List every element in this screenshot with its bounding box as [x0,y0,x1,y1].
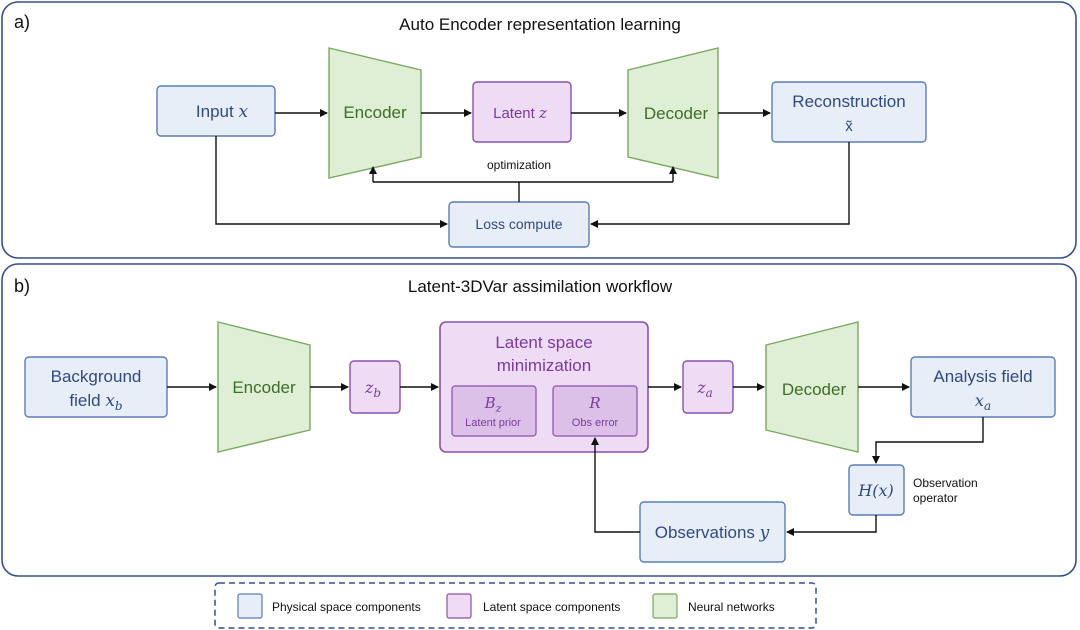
panel-b-arrows [167,383,984,536]
svg-text:x̃: x̃ [845,118,853,135]
observation-operator-label-2: operator [913,491,958,505]
svg-text:field xb: field xb [69,391,122,413]
svg-text:Physical space components: Physical space components [272,600,421,614]
latent-prior-box: Bz Latent prior [451,385,537,437]
decoder-a: Decoder [627,47,719,179]
svg-text:Latent z: Latent z [493,104,547,122]
background-field-box: Background field xb [24,356,168,418]
svg-text:za: za [696,378,713,400]
za-box: za [682,360,734,414]
svg-text:Latent prior: Latent prior [465,417,521,429]
observations-box: Observations y [639,501,786,563]
observation-operator-box: H(x) [848,464,905,516]
observation-operator-label: Observation [913,476,978,490]
reconstruction-box: Reconstruction x̃ [771,81,927,143]
encoder-a: Encoder [328,47,422,179]
panel-a-frame [1,1,1077,259]
svg-text:Decoder: Decoder [644,104,709,123]
latent-box-a: Latent z [472,81,572,143]
panel-a-arrows [215,109,850,228]
loss-compute-box: Loss compute [448,201,590,248]
svg-text:Loss compute: Loss compute [475,216,562,232]
svg-text:Decoder: Decoder [782,380,847,399]
decoder-b: Decoder [765,321,859,453]
svg-text:Observations y: Observations y [655,523,770,543]
panel-a-title: Auto Encoder representation learning [399,15,681,34]
encoder-b: Encoder [217,321,311,453]
svg-text:Latent space: Latent space [495,333,592,352]
svg-text:Neural networks: Neural networks [688,600,775,614]
zb-box: zb [349,360,401,414]
svg-text:H(x): H(x) [857,481,893,500]
input-box: Input x [156,85,276,137]
analysis-field-box: Analysis field xa [910,356,1056,418]
legend-physical: Physical space components [237,593,421,619]
panel-b-label: b) [14,276,30,296]
panel-a-label: a) [14,12,30,32]
svg-text:Background: Background [51,367,142,386]
svg-text:Reconstruction: Reconstruction [792,92,905,111]
svg-text:Bz: Bz [484,394,502,415]
svg-text:minimization: minimization [497,356,591,375]
optimization-label: optimization [487,158,551,172]
svg-text:Obs error: Obs error [572,417,619,429]
svg-text:Latent space components: Latent space components [483,600,620,614]
svg-text:zb: zb [364,378,381,400]
svg-text:Analysis field: Analysis field [933,367,1032,386]
obs-error-box: R Obs error [552,385,638,437]
svg-text:Input x: Input x [196,102,249,122]
svg-text:xa: xa [975,391,991,413]
svg-text:Encoder: Encoder [232,378,296,397]
legend-latent: Latent space components [446,593,620,619]
panel-b-frame [1,263,1077,577]
legend-nn: Neural networks [652,593,775,619]
svg-text:R: R [588,394,600,412]
panel-b-title: Latent-3DVar assimilation workflow [408,277,673,296]
svg-text:Encoder: Encoder [343,103,407,122]
